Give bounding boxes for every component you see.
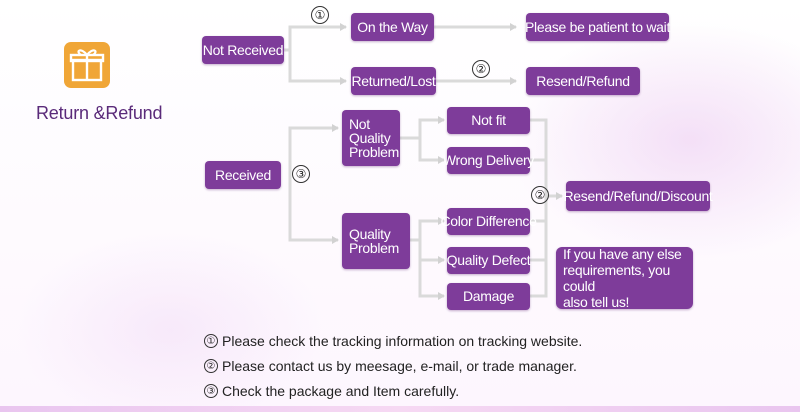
gift-box-icon [64, 42, 110, 88]
quality-defect-box: Quality Defect [447, 247, 531, 274]
marker-two-top: ② [472, 60, 490, 78]
brand-title: Return &Refund [36, 103, 163, 123]
quality-problem-box: Quality Problem [342, 213, 410, 269]
note-two-number: ② [204, 359, 218, 373]
wrong-delivery-box: Wrong Delivery [443, 147, 534, 174]
marker-one: ① [311, 6, 329, 24]
note-three: ③ Check the package and Item carefully. [204, 383, 459, 399]
note-three-number: ③ [204, 384, 218, 398]
marker-two-bottom: ② [531, 186, 549, 204]
else-requirements-note: If you have any else requirements, you c… [556, 246, 693, 310]
not-fit-box: Not fit [447, 107, 530, 134]
note-three-text: Check the package and Item carefully. [222, 383, 460, 399]
not-received-box: Not Received [202, 36, 284, 64]
note-two: ② Please contact us by meesage, e-mail, … [204, 358, 577, 374]
color-difference-box: Color Difference [440, 208, 537, 235]
patient-box: Please be patient to wait [525, 13, 670, 41]
damage-box: Damage [447, 283, 530, 310]
resend-refund-box: Resend/Refund [526, 67, 640, 95]
note-one-number: ① [204, 334, 218, 348]
note-one: ① Please check the tracking information … [204, 333, 582, 349]
note-two-text: Please contact us by meesage, e-mail, or… [222, 358, 577, 374]
returned-lost-box: Returned/Lost [351, 67, 436, 95]
marker-three: ③ [292, 165, 310, 183]
received-box: Received [205, 161, 281, 189]
not-quality-problem-box: Not Quality Problem [342, 110, 400, 166]
resend-refund-discount-box: Resend/Refund/Discount [563, 181, 713, 211]
on-the-way-box: On the Way [351, 13, 434, 41]
bottom-band [0, 406, 800, 412]
note-one-text: Please check the tracking information on… [222, 333, 583, 349]
